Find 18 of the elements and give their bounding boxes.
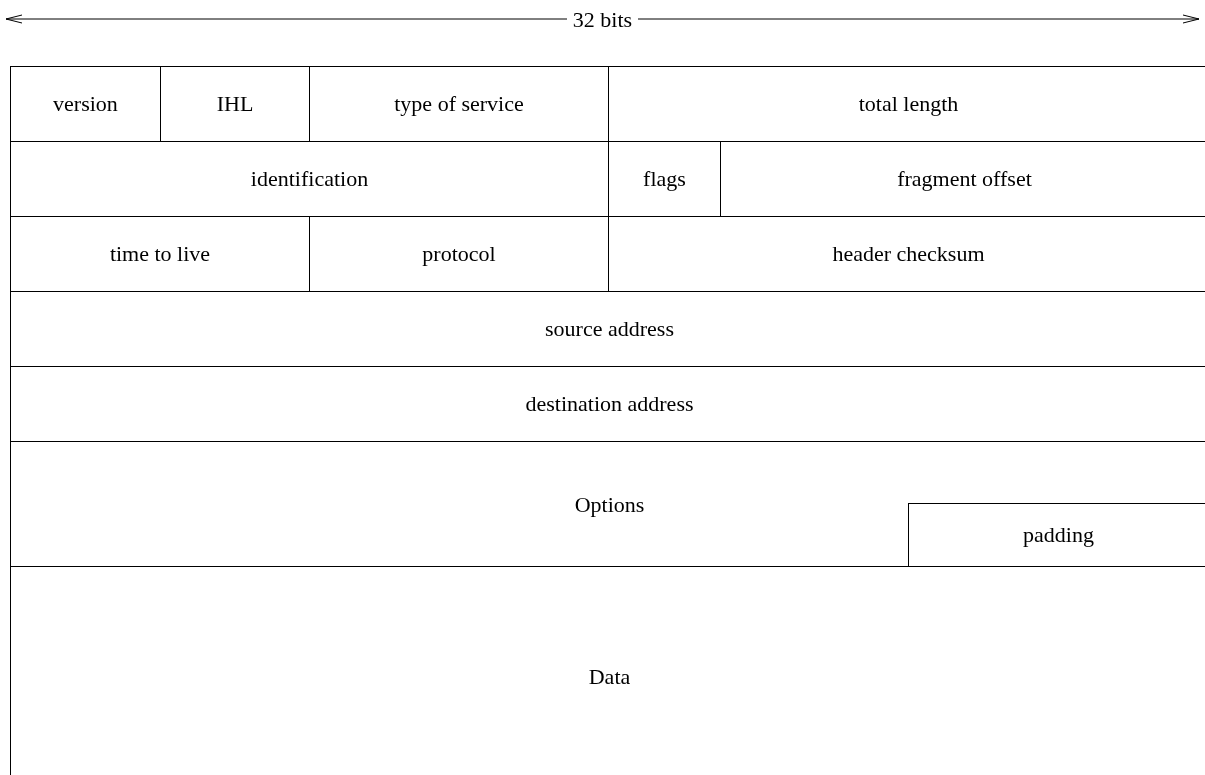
field-name: identification: [250, 166, 369, 192]
field-name: Options: [574, 492, 645, 518]
field-name: header checksum: [832, 241, 985, 267]
field-name: time to live: [109, 241, 211, 267]
field-name: version: [53, 91, 118, 117]
field-name: padding: [1023, 522, 1094, 548]
header-field-cell: [10, 441, 1205, 567]
field-name: protocol: [422, 241, 496, 267]
nested-field-cell: [908, 503, 1205, 566]
field-name: flags: [643, 166, 686, 192]
field-name: fragment offset: [897, 166, 1032, 192]
field-name: type of service: [394, 91, 524, 117]
field-name: Data: [588, 663, 631, 690]
field-name: source address: [545, 316, 674, 342]
header-field-cell: [10, 66, 161, 142]
field-name: total length: [858, 91, 959, 117]
field-name: destination address: [525, 391, 694, 417]
field-name: IHL: [216, 91, 254, 117]
